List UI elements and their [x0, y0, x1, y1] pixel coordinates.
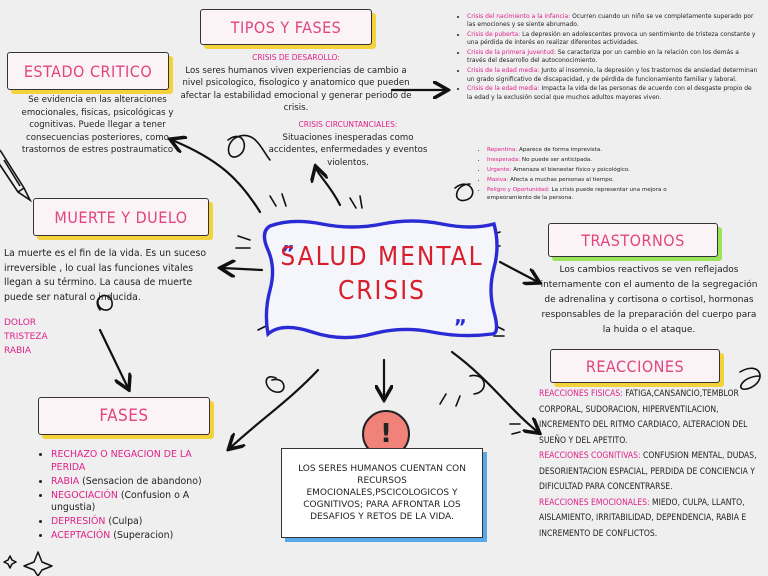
list-item-text: Amenaza el bienestar físico y psicológic… [511, 166, 631, 173]
list-item: Crisis de la primera juventud: Se caract… [467, 49, 758, 66]
list-item-head: NEGOCIACIÓN [51, 489, 118, 501]
reacciones-title-text: REACCIONES [585, 356, 685, 376]
reaccion-head: REACCIONES COGNITIVAS: [539, 451, 641, 461]
trastornos-title: TRASTORNOS [548, 223, 718, 257]
list-item-head: Urgente: [487, 166, 512, 173]
center-title-line2: CRISIS [337, 276, 427, 306]
list-item-text: No puede ser anticipada. [520, 156, 593, 163]
list-item-text: Se caracteriza por un cambio en la relac… [467, 49, 739, 65]
circunstanciales-heading: CRISIS CIRCUNTANCIALES: [298, 120, 398, 129]
list-item-text: Junto al insomnio, la depresión y los tr… [467, 67, 758, 83]
list-item-text: (Superacion) [110, 530, 174, 541]
tipos-fases-title-text: TIPOS Y FASES [230, 17, 342, 37]
desarrollo-section: CRISIS DE DESAROLLO: Los seres humanos v… [180, 52, 412, 115]
list-item-head: Crisis de la edad media: [467, 67, 540, 75]
list-item: DEPRESIÓN (Culpa) [51, 516, 222, 529]
quote-mark-right: „ [454, 304, 468, 328]
list-item: Crisis de la edad media: Junto al insomn… [467, 67, 758, 84]
list-item-head: ACEPTACIÓN [51, 530, 111, 541]
fases-list: RECHAZO O NEGACION DE LA PERIDA RABIA (S… [36, 449, 222, 544]
list-item: NEGOCIACIÓN (Confusion o A ungustia) [51, 490, 222, 515]
list-item-head: Masiva: [487, 176, 509, 183]
muerte-text: La muerte es el fin de la vida. Es un su… [4, 248, 207, 303]
reaccion-text: MIEDO, CULPA, LLANTO, AISLAMIENTO, IRRIT… [539, 497, 747, 539]
recursos-box: LOS SERES HUMANOS CUENTAN CON RECURSOS E… [281, 448, 483, 538]
reacciones-list: REACCIONES FISICAS: FATIGA,CANSANCIO,TEM… [539, 387, 761, 542]
trastornos-title-text: TRASTORNOS [581, 230, 685, 250]
trastornos-text: Los cambios reactivos se ven reflejados … [540, 265, 758, 335]
list-item: ACEPTACIÓN (Superacion) [51, 530, 222, 543]
list-item-head: Crisis de puberta: [467, 31, 521, 39]
list-item-text: Impacta la vida de las personas de acuer… [467, 85, 752, 101]
list-item-text: Afecta a muchas personas al tiempo. [508, 176, 614, 183]
center-title-frame: „ „ SALUD MENTAL CRISIS [262, 216, 502, 340]
list-item-head: DEPRESIÓN [51, 516, 106, 527]
feeling-item: TRISTEZA [4, 332, 48, 342]
list-item-text: La crisis puede representar una mejora o… [487, 186, 667, 202]
features-list: Repentina: Aparece de forma imprevista. … [476, 146, 698, 204]
warning-icon-glyph: ! [380, 419, 392, 449]
list-item: Masiva: Afecta a muchas personas al tiem… [487, 176, 698, 184]
estado-critico-text: Se evidencia en las alteraciones emocion… [21, 95, 174, 155]
list-item-head: RABIA [51, 475, 80, 487]
reaccion-cognitiva: REACCIONES COGNITIVAS: CONFUSION MENTAL,… [539, 449, 761, 496]
recursos-text: LOS SERES HUMANOS CUENTAN CON RECURSOS E… [298, 464, 466, 522]
center-title: SALUD MENTAL CRISIS [262, 240, 502, 308]
estado-critico-title: ESTADO CRITICO [7, 52, 169, 90]
list-item-text: Ocurren cuando un niño se ve completamen… [467, 13, 754, 29]
list-item: RECHAZO O NEGACION DE LA PERIDA [51, 449, 222, 474]
list-item-text: Aparece de forma imprevista. [517, 147, 603, 153]
list-item-text: (Culpa) [105, 516, 143, 527]
reaccion-text: FATIGA,CANSANCIO,TEMBLOR CORPORAL, SUDOR… [539, 389, 748, 446]
list-item: Inesperada: No puede ser anticipada. [487, 156, 698, 164]
feeling-item: RABIA [4, 346, 32, 356]
list-item: Urgente: Amenaza el bienestar físico y p… [487, 166, 698, 174]
list-item-head: Repentina: [487, 147, 518, 153]
desarrollo-text: Los seres humanos viven experiencias de … [180, 65, 412, 114]
reaccion-emocional: REACCIONES EMOCIONALES: MIEDO, CULPA, LL… [539, 496, 761, 543]
reaccion-text: CONFUSION MENTAL, DUDAS, DESORIENTACION … [539, 451, 757, 492]
list-item-head: Crisis de la primera juventud: [467, 49, 556, 57]
quote-mark-left: „ [282, 230, 296, 254]
list-item: Repentina: Aparece de forma imprevista. [487, 146, 698, 154]
tipos-fases-title: TIPOS Y FASES [200, 9, 372, 45]
list-item: Crisis del nacimiento a la infancia: Ocu… [467, 13, 758, 30]
list-item: Peligro y Oportunidad: La crisis puede r… [487, 186, 698, 203]
list-item-head: RECHAZO O NEGACION DE LA PERIDA [51, 449, 192, 473]
fases-title-text: FASES [99, 406, 149, 426]
reaccion-head: REACCIONES FISICAS: [539, 389, 623, 399]
reacciones-title: REACCIONES [550, 349, 720, 383]
muerte-duelo-title: MUERTE Y DUELO [33, 198, 209, 236]
reaccion-head: REACCIONES EMOCIONALES: [539, 497, 650, 508]
list-item: Crisis de la edad media: Impacta la vida… [467, 85, 758, 102]
circunstanciales-text: Situaciones inesperadas como accidentes,… [268, 132, 428, 168]
fases-title: FASES [38, 397, 210, 435]
estado-critico-title-text: ESTADO CRITICO [23, 61, 153, 81]
list-item-head: Peligro y Oportunidad: [487, 186, 550, 193]
list-item-text: La depresión en adolescentes provoca un … [467, 31, 756, 47]
circunstanciales-section: CRISIS CIRCUNTANCIALES: Situaciones ines… [262, 119, 434, 169]
list-item-text: (Sensacion de abandono) [79, 475, 202, 487]
list-item-head: Crisis de la edad media: [467, 85, 540, 93]
muerte-feelings: DOLOR TRISTEZA RABIA [4, 316, 84, 358]
list-item-text: (Confusion o A ungustia) [51, 489, 190, 514]
wavy-frame [262, 219, 499, 340]
desarrollo-heading: CRISIS DE DESAROLLO: [252, 53, 340, 62]
list-item-head: Crisis del nacimiento a la infancia: [467, 13, 571, 20]
reaccion-fisica: REACCIONES FISICAS: FATIGA,CANSANCIO,TEM… [539, 387, 761, 449]
list-item: RABIA (Sensacion de abandono) [51, 476, 222, 489]
feeling-item: DOLOR [4, 318, 37, 328]
list-item: Crisis de puberta: La depresión en adole… [467, 31, 758, 48]
crisis-list: Crisis del nacimiento a la infancia: Ocu… [456, 13, 758, 103]
center-title-line1: SALUD MENTAL [280, 242, 484, 272]
muerte-duelo-title-text: MUERTE Y DUELO [54, 207, 188, 227]
list-item-head: Inesperada: [487, 156, 521, 163]
